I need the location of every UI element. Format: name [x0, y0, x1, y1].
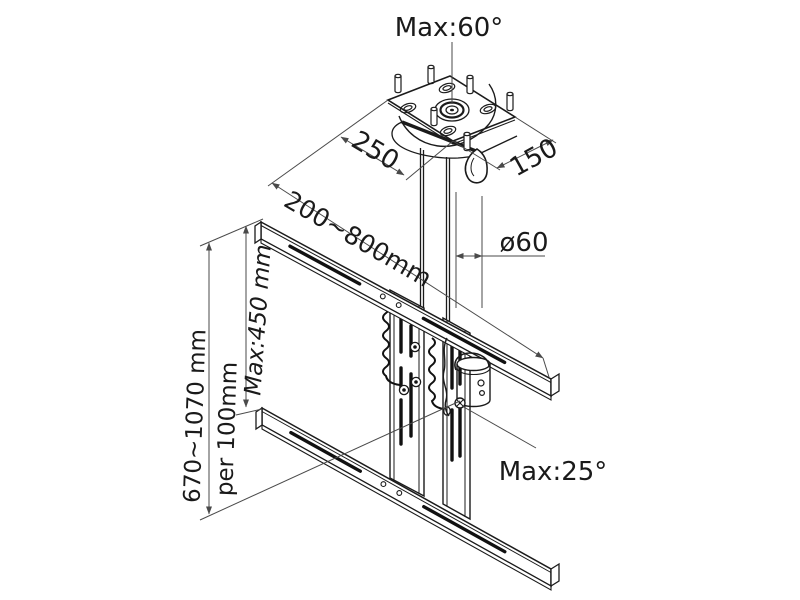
- swivel-max-label: Max:60°: [394, 13, 504, 43]
- plate-slots: [399, 82, 497, 137]
- dim-max450: [235, 225, 263, 416]
- bottom-rail: [255, 406, 560, 591]
- dim-200-800: [271, 182, 550, 378]
- latch-cup: [464, 148, 488, 184]
- swivel-arc: [398, 83, 497, 148]
- pivot-bolt: [454, 397, 466, 409]
- dim-250: [267, 99, 454, 187]
- pole-diameter-label: ø60: [499, 228, 549, 258]
- dim-670-1070: [199, 218, 461, 521]
- tilt-max-label: Max:25°: [498, 457, 608, 487]
- mounting-bolts: [394, 64, 514, 152]
- dim-dia60: [455, 192, 545, 308]
- dim-150: [452, 116, 557, 171]
- ceiling-plate: [386, 64, 518, 184]
- drop-height-step-label: per 100mm: [212, 361, 243, 497]
- dimension-lines: [199, 42, 557, 521]
- drop-height-range-label: 670~1070 mm: [179, 328, 212, 504]
- tilt-leader: [461, 405, 537, 449]
